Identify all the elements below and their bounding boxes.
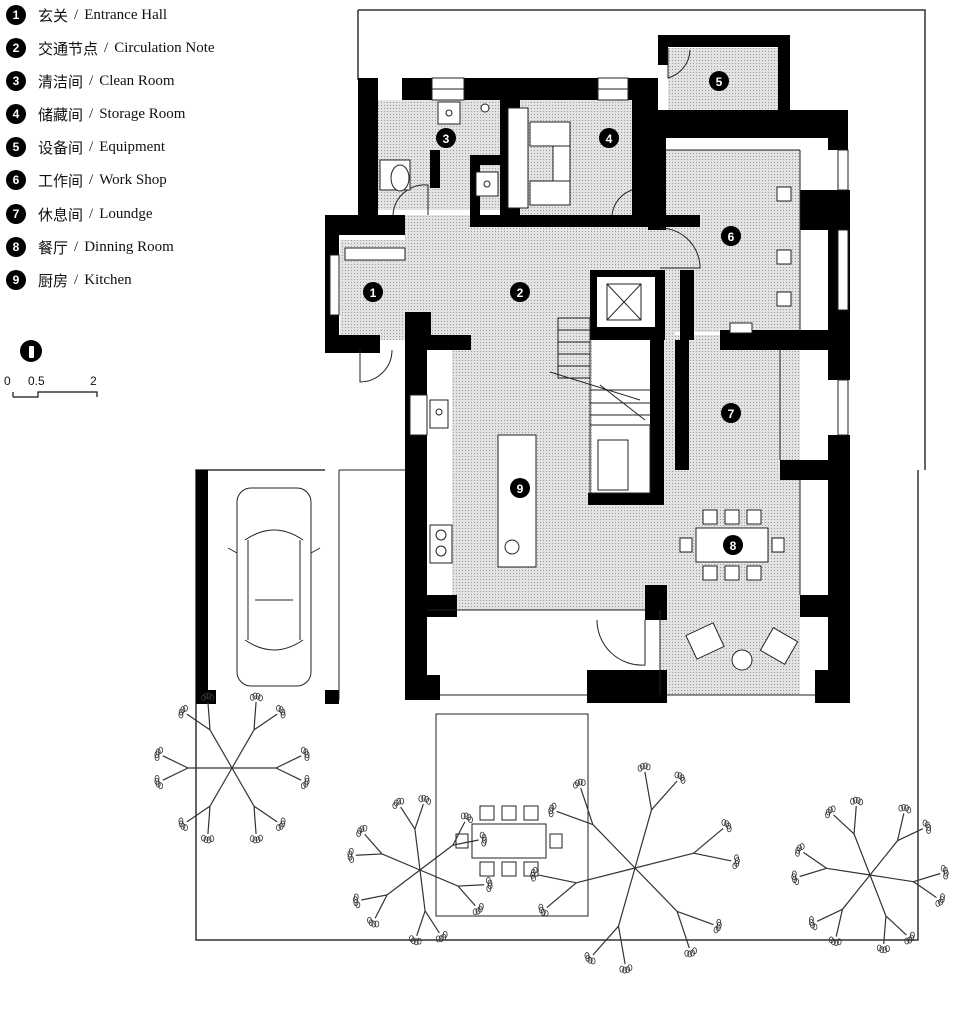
legend-number: 8 xyxy=(6,237,26,257)
legend-en: Circulation Note xyxy=(114,39,215,56)
fixtures xyxy=(344,101,629,568)
room-5-label: 5 xyxy=(716,75,723,89)
tree-icon xyxy=(791,796,949,954)
stair xyxy=(549,283,651,494)
legend-item-dining-room: 8 餐厅 / Dinning Room xyxy=(6,236,174,258)
legend-zh: 交通节点 xyxy=(38,39,99,58)
legend-en: Work Shop xyxy=(99,171,167,188)
room-3-marker xyxy=(436,128,456,148)
legend-en: Dinning Room xyxy=(84,238,174,255)
legend-separator: / xyxy=(89,105,94,122)
legend-number: 7 xyxy=(6,204,26,224)
doors xyxy=(359,48,701,666)
room-7-label: 7 xyxy=(728,407,735,421)
legend-separator: / xyxy=(104,39,109,56)
legend-zh: 厨房 xyxy=(38,271,69,290)
legend-en: Clean Room xyxy=(99,72,175,89)
room-4-marker xyxy=(599,128,619,148)
room-8-marker xyxy=(723,535,743,555)
legend-zh: 清洁间 xyxy=(38,72,84,91)
room-9-marker xyxy=(510,478,530,498)
legend-zh: 休息间 xyxy=(38,205,84,224)
legend-zh: 工作间 xyxy=(38,171,84,190)
room-2-label: 2 xyxy=(517,286,524,300)
legend-separator: / xyxy=(89,138,94,155)
scale-label-0: 0 xyxy=(4,374,11,388)
room-7-marker xyxy=(721,403,741,423)
legend-item-kitchen: 9 厨房 / Kitchen xyxy=(6,269,132,291)
legend-number: 9 xyxy=(6,270,26,290)
legend-en: Entrance Hall xyxy=(84,6,168,23)
legend-number: 2 xyxy=(6,38,26,58)
north-arrow-icon xyxy=(20,340,42,362)
legend-item-lounge: 7 休息间 / Loundge xyxy=(6,203,153,225)
trees xyxy=(154,692,949,974)
site-boundary xyxy=(195,9,926,941)
legend-item-circulation: 2 交通节点 / Circulation Note xyxy=(6,37,215,59)
legend-separator: / xyxy=(89,72,94,89)
legend-zh: 储藏间 xyxy=(38,105,84,124)
legend-item-equipment: 5 设备间 / Equipment xyxy=(6,136,165,158)
room-1-marker xyxy=(363,282,383,302)
dining-set xyxy=(679,509,799,671)
tree-icon xyxy=(154,692,310,844)
legend-number: 3 xyxy=(6,71,26,91)
legend-number: 1 xyxy=(6,5,26,25)
scale-label-2: 2 xyxy=(90,374,97,388)
room-6-marker xyxy=(721,226,741,246)
room-6-label: 6 xyxy=(728,230,735,244)
legend-zh: 玄关 xyxy=(38,6,69,25)
legend-item-clean-room: 3 清洁间 / Clean Room xyxy=(6,70,175,92)
legend-number: 5 xyxy=(6,137,26,157)
legend-item-work-shop: 6 工作间 / Work Shop xyxy=(6,169,167,191)
legend-separator: / xyxy=(74,6,79,23)
legend-zh: 餐厅 xyxy=(38,238,69,257)
room-3-label: 3 xyxy=(443,132,450,146)
legend-separator: / xyxy=(89,205,94,222)
tree-icon xyxy=(530,762,740,974)
car xyxy=(227,487,321,687)
windows xyxy=(329,77,849,700)
legend-en: Kitchen xyxy=(84,271,132,288)
room-4-label: 4 xyxy=(606,132,613,146)
tree-icon xyxy=(347,794,493,946)
legend-item-entrance-hall: 1 玄关 / Entrance Hall xyxy=(6,4,167,26)
legend-zh: 设备间 xyxy=(38,138,84,157)
scale-line xyxy=(12,391,98,398)
legend-en: Equipment xyxy=(99,138,166,155)
legend-en: Loundge xyxy=(99,205,153,222)
legend-number: 4 xyxy=(6,104,26,124)
scale-label-0-5: 0.5 xyxy=(28,374,45,388)
room-8-label: 8 xyxy=(730,539,737,553)
scale-bar: 0 0.5 2 xyxy=(4,374,104,404)
room-9-label: 9 xyxy=(517,482,524,496)
legend-separator: / xyxy=(89,171,94,188)
legend-item-storage-room: 4 储藏间 / Storage Room xyxy=(6,103,185,125)
room-5-marker xyxy=(709,71,729,91)
legend-number: 6 xyxy=(6,170,26,190)
room-1-label: 1 xyxy=(370,286,377,300)
room-2-marker xyxy=(510,282,530,302)
legend-en: Storage Room xyxy=(99,105,186,122)
room-labels: 1 2 3 4 5 6 7 8 9 xyxy=(363,71,743,555)
workshop-furniture xyxy=(729,186,792,334)
legend-separator: / xyxy=(74,238,79,255)
legend-separator: / xyxy=(74,271,79,288)
